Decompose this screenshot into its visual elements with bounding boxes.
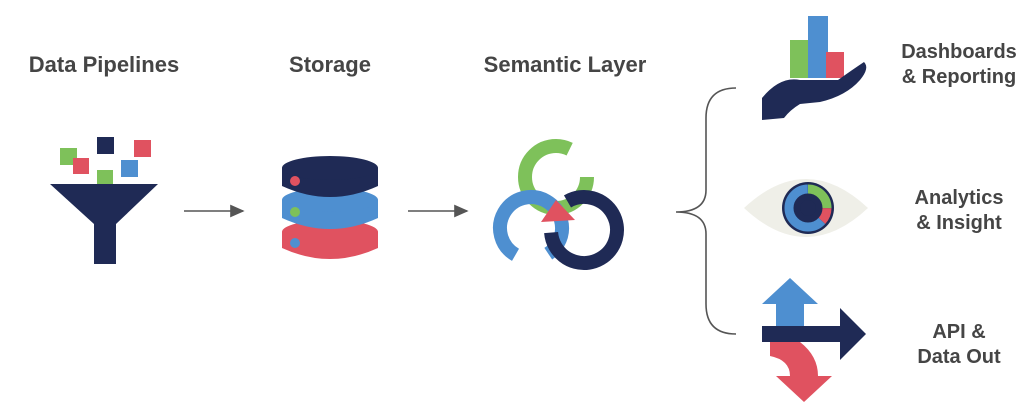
- data-square-green: [60, 148, 77, 165]
- center-triangle: [541, 200, 575, 222]
- arrow-blue: [762, 278, 818, 326]
- output-dashboards-line1: Dashboards: [901, 41, 1017, 63]
- data-square-green-2: [97, 170, 113, 184]
- output-dashboards-line2: & Reporting: [901, 66, 1017, 88]
- data-square-navy: [97, 137, 114, 154]
- split-arrows-icon: [762, 278, 866, 402]
- funnel-icon: [50, 137, 158, 264]
- ring-navy: [544, 190, 624, 270]
- db-dot-red: [290, 176, 300, 186]
- funnel-shape: [50, 184, 158, 264]
- branch-brace: [675, 87, 737, 335]
- semantic-rings-icon: [493, 139, 624, 270]
- output-api-line2: Data Out: [917, 346, 1001, 368]
- arrow-navy: [762, 308, 866, 360]
- output-analytics-line2: & Insight: [916, 212, 1002, 234]
- output-label-dashboards: Dashboards & Reporting: [884, 40, 1024, 90]
- output-analytics-line1: Analytics: [914, 187, 1004, 209]
- data-square-red: [134, 140, 151, 157]
- db-dot-green: [290, 207, 300, 217]
- output-label-analytics: Analytics & Insight: [884, 186, 1024, 236]
- hand-shape: [762, 62, 867, 120]
- bar-red: [826, 52, 844, 78]
- arrow-red: [770, 342, 832, 402]
- bar-green: [790, 40, 810, 78]
- stage-label-storage: Storage: [289, 52, 371, 77]
- bar-blue: [808, 16, 828, 78]
- hand-chart-icon: [762, 16, 867, 120]
- data-square-blue: [121, 160, 138, 177]
- stage-label-semantic-layer: Semantic Layer: [483, 52, 647, 77]
- db-dot-blue: [290, 238, 300, 248]
- stage-label-data-pipelines: Data Pipelines: [28, 52, 180, 77]
- output-label-api: API & Data Out: [884, 320, 1024, 370]
- output-api-line1: API &: [932, 321, 986, 343]
- eye-icon: [744, 179, 868, 237]
- database-icon: [282, 156, 378, 259]
- pupil: [800, 200, 816, 216]
- data-square-red-2: [73, 158, 89, 174]
